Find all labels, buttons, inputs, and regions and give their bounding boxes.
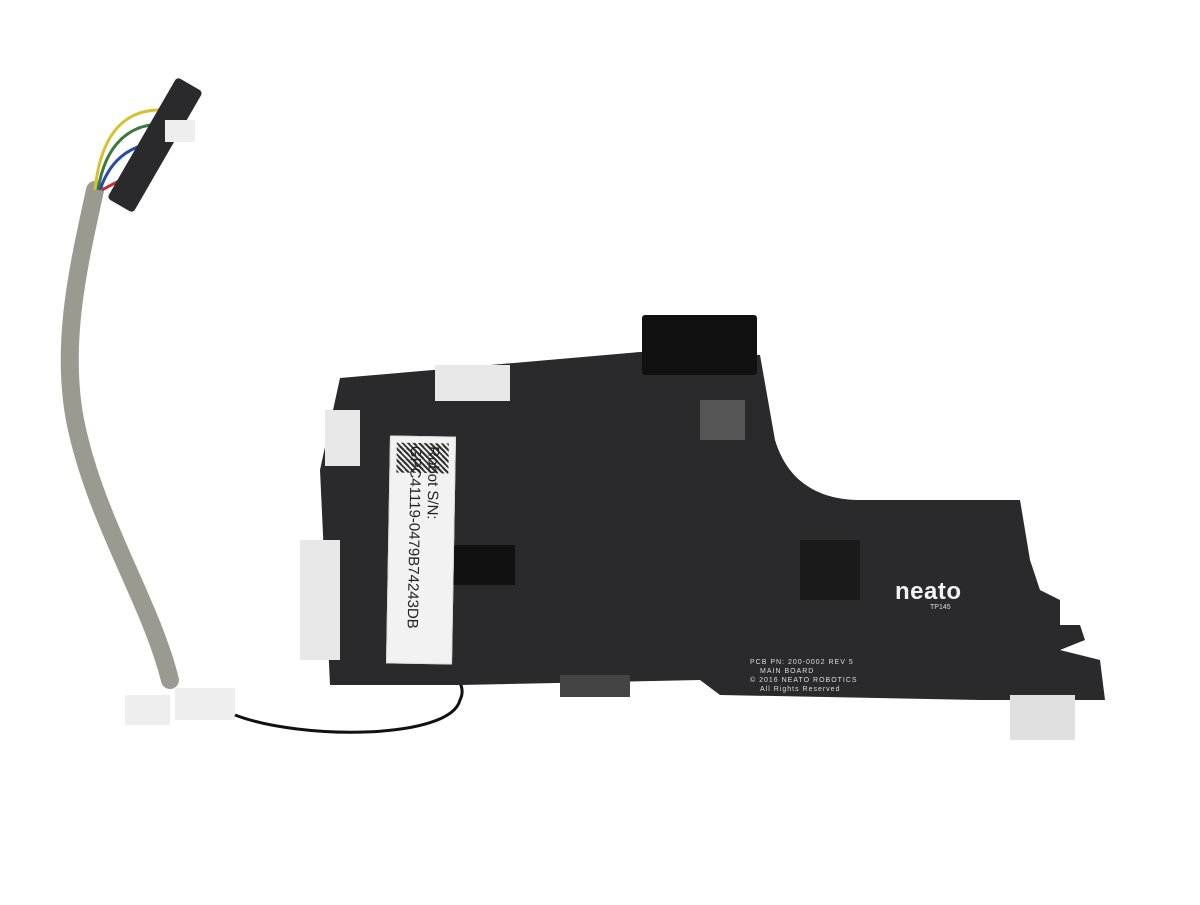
test-point-label: TP145 bbox=[930, 604, 951, 611]
serial-label: Robot S/N: GPC41119-0479B74243DB bbox=[386, 435, 456, 665]
rights-text: All Rights Reserved bbox=[760, 686, 841, 693]
pcb-part-number: PCB PN: 200-0002 REV 5 bbox=[750, 659, 854, 666]
serial-number: GPC41119-0479B74243DB bbox=[403, 445, 424, 629]
copyright-text: © 2016 NEATO ROBOTICS bbox=[750, 677, 858, 684]
board-name: MAIN BOARD bbox=[760, 668, 815, 675]
brand-logo: neato bbox=[895, 578, 962, 605]
serial-label-title: Robot S/N: bbox=[423, 446, 442, 520]
